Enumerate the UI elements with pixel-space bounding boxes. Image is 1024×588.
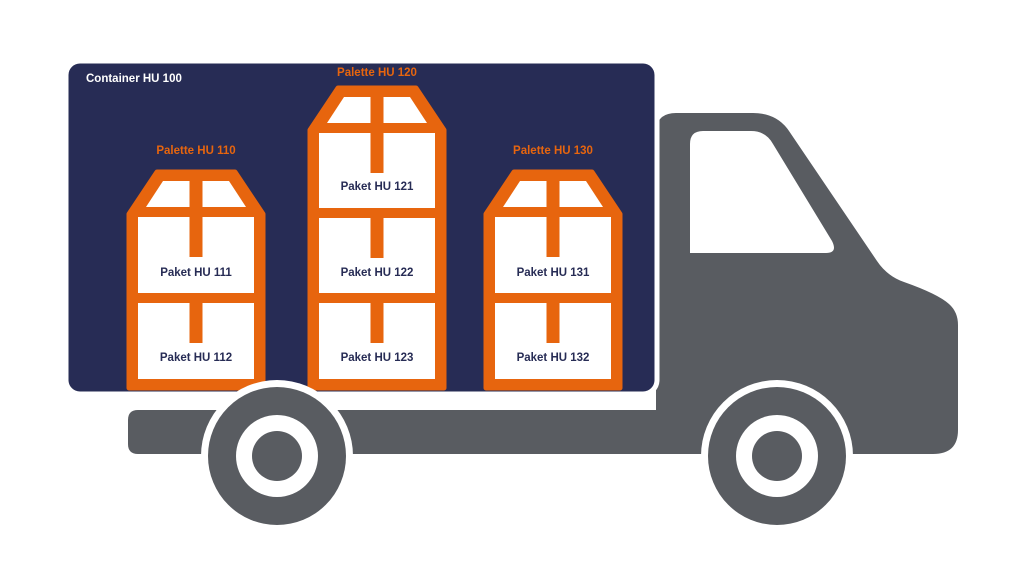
container-label: Container HU 100 — [86, 73, 182, 85]
palette-120-label: Palette HU 120 — [337, 67, 417, 79]
palette-120-icon — [307, 85, 447, 391]
palette-110-label: Palette HU 110 — [156, 145, 236, 157]
paket-131-label: Paket HU 131 — [516, 267, 590, 279]
paket-112-label: Paket HU 112 — [159, 352, 233, 364]
paket-123-label: Paket HU 123 — [340, 352, 414, 364]
paket-132-label: Paket HU 132 — [516, 352, 590, 364]
palette-130-icon — [483, 169, 623, 391]
palette-110-icon — [126, 169, 266, 391]
cab-window-icon — [690, 131, 834, 253]
palette-130-label: Palette HU 130 — [513, 145, 593, 157]
paket-122-label: Paket HU 122 — [340, 267, 414, 279]
paket-121-label: Paket HU 121 — [340, 181, 414, 193]
rear-wheel-icon — [201, 380, 353, 532]
front-wheel-icon — [701, 380, 853, 532]
paket-111-label: Paket HU 111 — [160, 267, 232, 279]
